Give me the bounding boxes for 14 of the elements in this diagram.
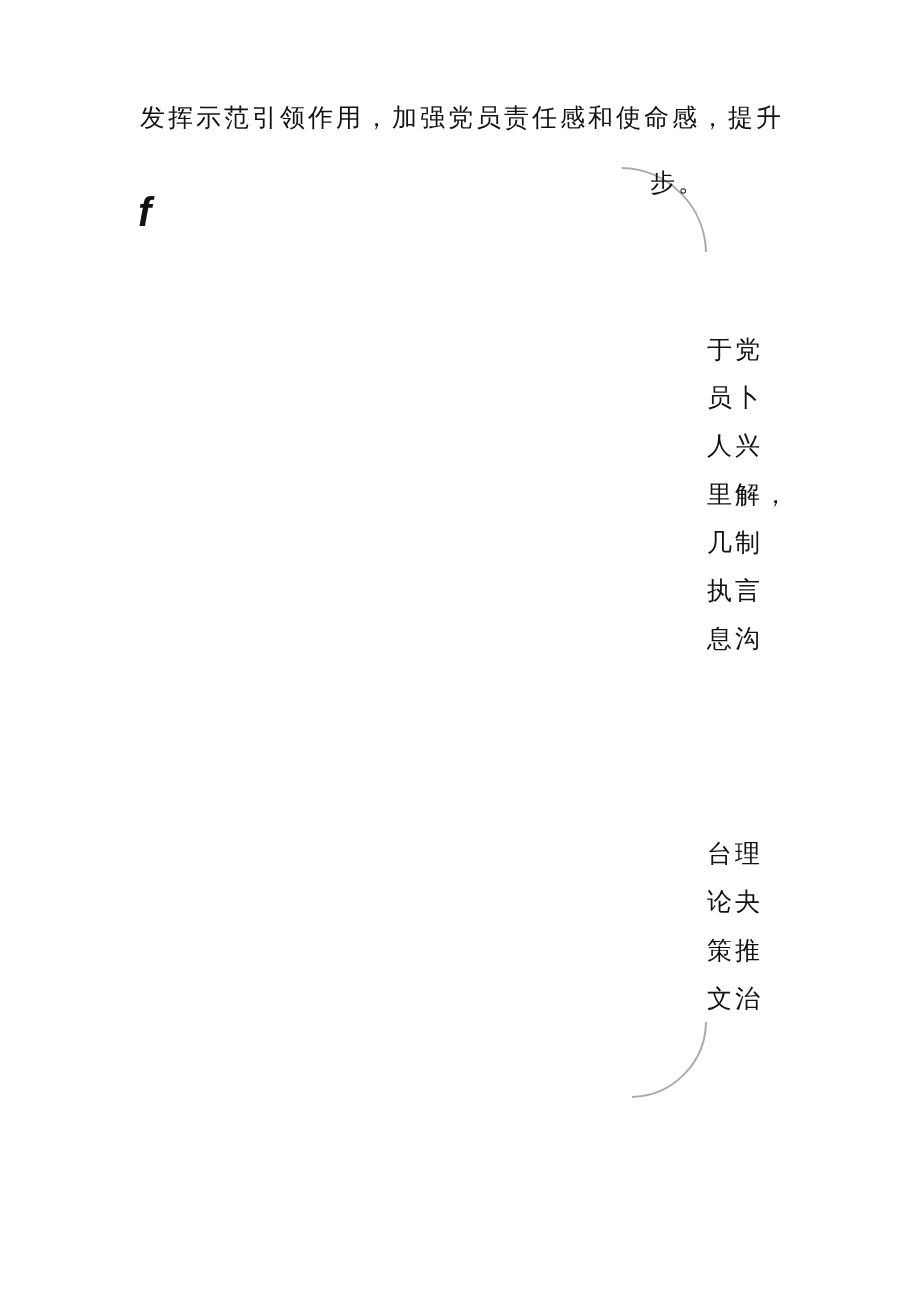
text-fragment: 人兴: [707, 431, 763, 461]
text-fragment: 论夬: [707, 887, 763, 917]
text-fragment: 策推: [707, 936, 763, 966]
text-fragment: 几制: [707, 528, 763, 558]
text-fragment: 于党: [707, 335, 763, 365]
text-fragment: 息沟: [707, 624, 763, 654]
text-fragment: 台理: [707, 839, 763, 869]
text-fragment: 里解，: [707, 480, 791, 510]
italic-letter: f: [138, 190, 155, 234]
text-fragment: 员卜: [707, 383, 763, 413]
text-fragment: 文治: [707, 984, 763, 1014]
text-fragment: 步。: [650, 168, 706, 198]
paragraph-text: 发挥示范引领作用，加强党员责任感和使命感，提升: [140, 103, 784, 133]
text-fragment: 执言: [707, 576, 763, 606]
